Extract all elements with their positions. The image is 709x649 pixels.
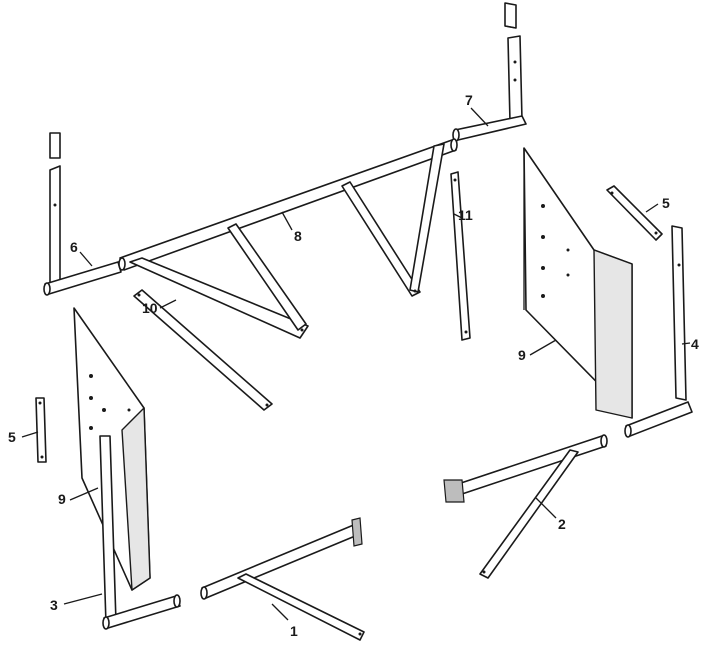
callout-1: 1 bbox=[290, 623, 298, 639]
part-9-right-panel bbox=[523, 147, 633, 419]
part-7-right-upright bbox=[452, 2, 527, 142]
part-5-left-bracket bbox=[35, 397, 47, 463]
callout-4: 4 bbox=[691, 336, 699, 352]
part-4-right-post bbox=[624, 225, 693, 438]
part-10-brace-strap bbox=[133, 289, 273, 411]
part-3-left-post bbox=[99, 435, 181, 630]
part-2-bottom-member bbox=[443, 434, 608, 579]
part-1-bottom-member bbox=[200, 517, 365, 641]
callout-6: 6 bbox=[70, 239, 78, 255]
callout-7: 7 bbox=[465, 92, 473, 108]
part-6-left-upright bbox=[43, 132, 122, 296]
callout-3: 3 bbox=[50, 597, 58, 613]
leader-lines bbox=[21, 107, 691, 621]
callout-9-right: 9 bbox=[518, 347, 526, 363]
callout-2: 2 bbox=[558, 516, 566, 532]
callout-8: 8 bbox=[294, 228, 302, 244]
callout-5-left: 5 bbox=[8, 429, 16, 445]
part-5-right-bracket bbox=[606, 185, 663, 241]
callout-11: 11 bbox=[458, 207, 473, 223]
callout-9-left: 9 bbox=[58, 491, 66, 507]
part-8-cross-beam bbox=[118, 138, 458, 339]
part-9-left-panel bbox=[73, 307, 151, 591]
callout-10: 10 bbox=[142, 300, 158, 316]
callout-5-right: 5 bbox=[662, 195, 670, 211]
callout-labels: 1 2 3 4 5 5 6 7 8 9 9 10 11 bbox=[8, 92, 699, 639]
part-11-brace-strap bbox=[450, 171, 471, 341]
